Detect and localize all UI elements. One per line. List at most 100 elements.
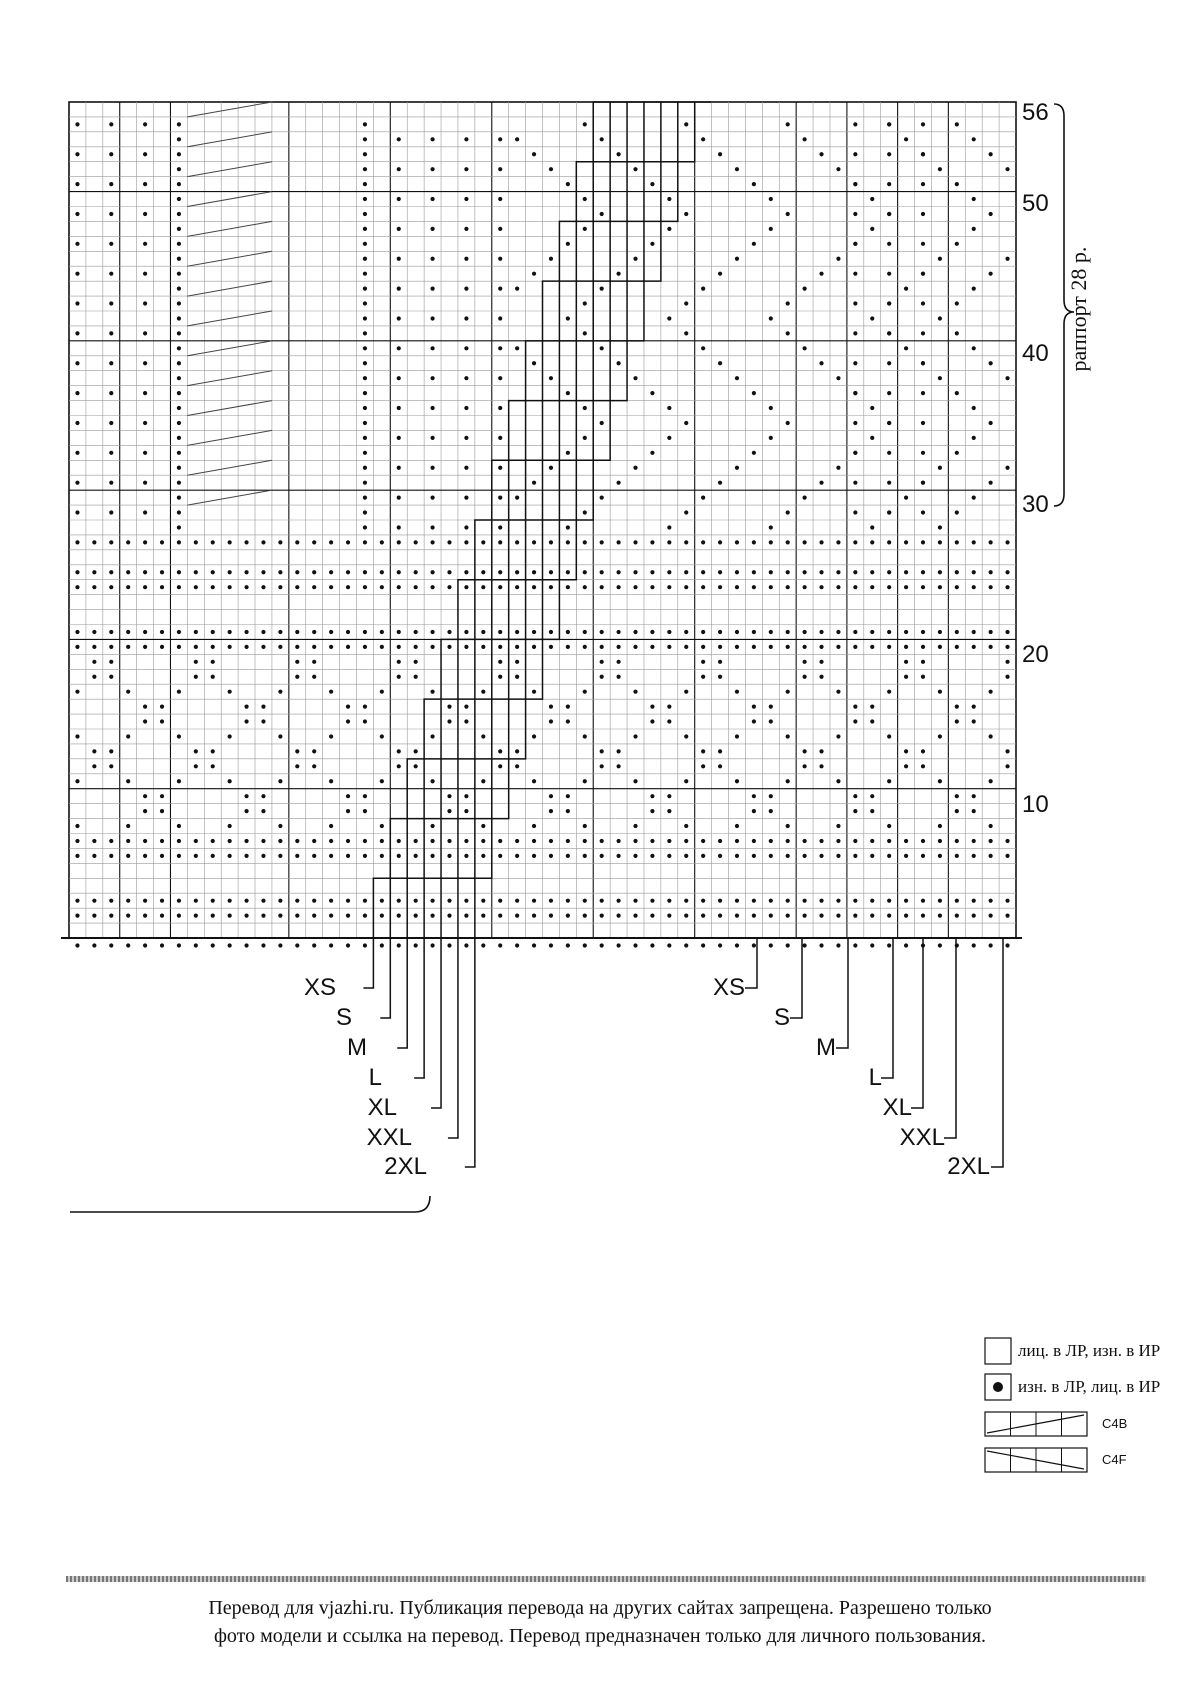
size-leader-left [447,938,459,1139]
purl-dot [768,585,773,590]
size-label-left-xl: XL [367,1094,397,1121]
purl-dot [278,570,283,575]
purl-dot [244,540,249,545]
purl-dot [464,540,469,545]
purl-dot [464,495,469,500]
purl-dot [142,391,148,396]
purl-dot [379,629,384,635]
purl-dot [751,241,756,246]
cable-slash [187,191,273,207]
purl-dot [176,376,182,381]
purl-dot [633,465,638,470]
purl-dot [531,734,537,739]
purl-dot [751,898,756,903]
purl-dot [633,838,638,844]
purl-dot [667,943,672,948]
purl-dot [295,540,300,545]
purl-dot [227,913,232,918]
purl-dot [176,122,182,127]
purl-dot [785,853,790,858]
purl-dot [548,943,554,948]
purl-dot [329,943,334,948]
purl-dot [176,644,182,649]
purl-dot [802,659,807,664]
purl-dot [599,346,604,351]
purl-dot [1005,659,1010,664]
purl-dot [329,838,334,844]
purl-dot [396,629,401,635]
purl-dot [464,629,469,635]
purl-dot [937,167,943,172]
purl-dot [362,495,368,500]
purl-dot [176,585,182,590]
purl-dot [937,838,943,844]
purl-dot [870,629,875,635]
legend-code-c4f: C4F [1102,1451,1127,1467]
purl-dot [176,137,182,142]
purl-dot [853,152,858,157]
purl-dot [244,809,249,814]
purl-dot [701,943,706,948]
purl-dot [176,629,182,635]
purl-dot [531,689,537,694]
purl-dot [903,838,909,844]
purl-dot [75,898,80,903]
purl-dot [176,241,182,246]
purl-dot [920,764,926,769]
purl-dot [971,405,976,411]
purl-dot [413,644,418,649]
purl-dot [92,764,97,769]
purl-dot [701,838,706,844]
purl-dot [176,540,182,545]
purl-dot [531,898,537,903]
purl-dot [650,450,655,455]
purl-dot [176,838,182,844]
size-leader-right [790,938,803,1019]
purl-dot [836,570,841,575]
purl-dot [701,913,706,918]
purl-dot [819,764,824,769]
purl-dot [447,794,452,799]
purl-dot [379,779,384,784]
purl-dot [565,570,570,575]
purl-dot [887,301,892,306]
purl-dot [650,540,655,545]
purl-dot [531,838,537,844]
purl-dot [362,346,368,351]
purl-dot [599,898,604,903]
purl-dot [903,674,909,679]
purl-dot [599,644,604,649]
purl-dot [109,585,114,590]
purl-dot [498,838,503,844]
purl-dot [971,137,976,142]
purl-dot [447,585,452,590]
purl-dot [362,167,368,172]
purl-dot [447,570,452,575]
cable-slash [187,310,273,327]
purl-dot [515,137,520,142]
purl-dot [734,913,740,918]
purl-dot [988,420,993,426]
purl-dot [430,286,435,291]
purl-dot [802,898,807,903]
purl-dot [887,823,892,829]
purl-dot [498,585,503,590]
purl-dot [109,271,114,276]
purl-dot [498,749,503,754]
purl-dot [920,391,926,396]
purl-dot [396,346,401,351]
purl-dot [717,271,723,276]
purl-dot [464,809,469,814]
cable-slash [187,101,273,118]
cable-slash [187,489,273,506]
purl-dot [92,570,97,575]
purl-dot [582,644,587,649]
size-leader-left [414,938,425,1079]
purl-dot [142,301,148,306]
purl-dot [75,838,80,844]
purl-dot [430,734,435,739]
purl-dot [329,913,334,918]
purl-dot [75,689,80,694]
purl-dot [498,495,503,500]
purl-dot [464,405,469,411]
